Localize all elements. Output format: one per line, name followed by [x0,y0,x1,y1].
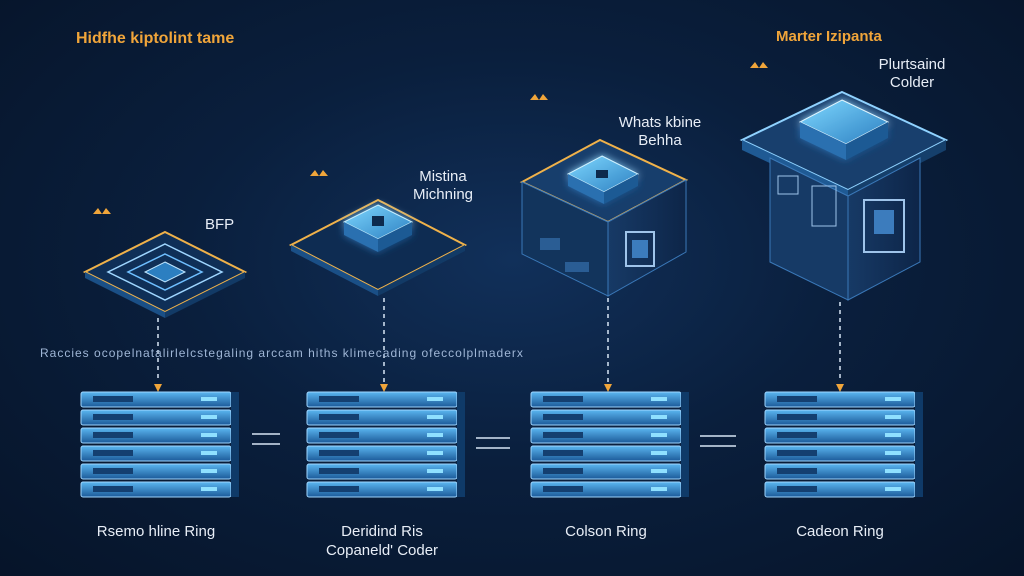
server-led [427,415,443,419]
dashed-connectors [157,298,841,382]
server-led [201,433,217,437]
top-node-3-box [519,138,689,297]
server-port [777,468,817,474]
server-led [427,451,443,455]
server-led [651,433,667,437]
server-port [543,432,583,438]
server-port [319,396,359,402]
server-led [427,469,443,473]
server-port [777,432,817,438]
server-led [885,469,901,473]
bottom-node-1-label: Rsemo hline Ring [96,523,216,540]
server-led [201,451,217,455]
top-node-2-label-line1: Mistina [419,168,467,185]
server-port [319,468,359,474]
server-port [777,450,817,456]
server-port [777,486,817,492]
server-led [201,397,217,401]
connector-arrowheads [154,384,844,392]
server-led [427,397,443,401]
server-stack-1 [80,391,239,498]
header-title-left: Hidfhe kiptolint tame [76,30,235,47]
server-led [885,415,901,419]
top-node-4-label: Plurtsaind Colder [879,56,946,92]
accent-marks [93,62,768,214]
top-node-4-tower [739,90,949,301]
server-led [885,451,901,455]
server-side-panel [457,392,465,497]
server-led [651,397,667,401]
header-title-right: Marter Izipanta [776,28,882,45]
server-led [651,415,667,419]
server-port [93,450,133,456]
server-port [319,450,359,456]
top-node-1-chip [82,230,248,318]
server-port [777,396,817,402]
server-port [319,414,359,420]
server-led [885,397,901,401]
server-led [651,487,667,491]
server-port [777,414,817,420]
server-port [543,468,583,474]
server-side-panel [681,392,689,497]
server-port [543,396,583,402]
bottom-node-2-label-line1: Deridind Ris [341,523,423,540]
bottom-node-2-label: Deridind Ris Copaneld' Coder [326,522,438,560]
server-port [93,468,133,474]
top-node-2-label-line2: Michning [412,186,474,203]
bottom-node-2-label-line2: Copaneld' Coder [325,542,439,559]
bottom-node-3-label: Colson Ring [565,523,647,540]
server-led [885,433,901,437]
top-node-3-label-line2: Behha [638,132,682,149]
server-port [93,486,133,492]
top-node-4-label-line1: Plurtsaind [878,56,946,73]
server-port [93,432,133,438]
middle-caption-line: Raccies ocopelnatalirlelcstegaling arcca… [40,346,524,360]
server-side-panel [915,392,923,497]
top-node-4-label-line2: Colder [889,74,935,91]
server-led [201,469,217,473]
server-led [651,469,667,473]
server-port [93,396,133,402]
top-node-3-label: Whats kbine Behha [619,114,702,150]
top-node-2-label: Mistina Michning [413,168,473,204]
server-stack-2 [306,391,465,498]
top-node-3-label-line1: Whats kbine [618,114,702,131]
top-node-2-chip-plate [288,198,468,296]
server-led [201,487,217,491]
server-led [427,487,443,491]
server-port [543,486,583,492]
bottom-node-4-label: Cadeon Ring [796,523,884,540]
top-node-1-label: BFP [205,216,235,233]
server-port [543,450,583,456]
server-port [319,486,359,492]
server-port [543,414,583,420]
stack-link-marks [252,433,736,449]
server-side-panel [231,392,239,497]
server-port [319,432,359,438]
server-led [427,433,443,437]
server-stack-3 [530,391,689,498]
server-led [651,451,667,455]
server-led [201,415,217,419]
server-port [93,414,133,420]
server-led [885,487,901,491]
server-stack-4 [764,391,923,498]
